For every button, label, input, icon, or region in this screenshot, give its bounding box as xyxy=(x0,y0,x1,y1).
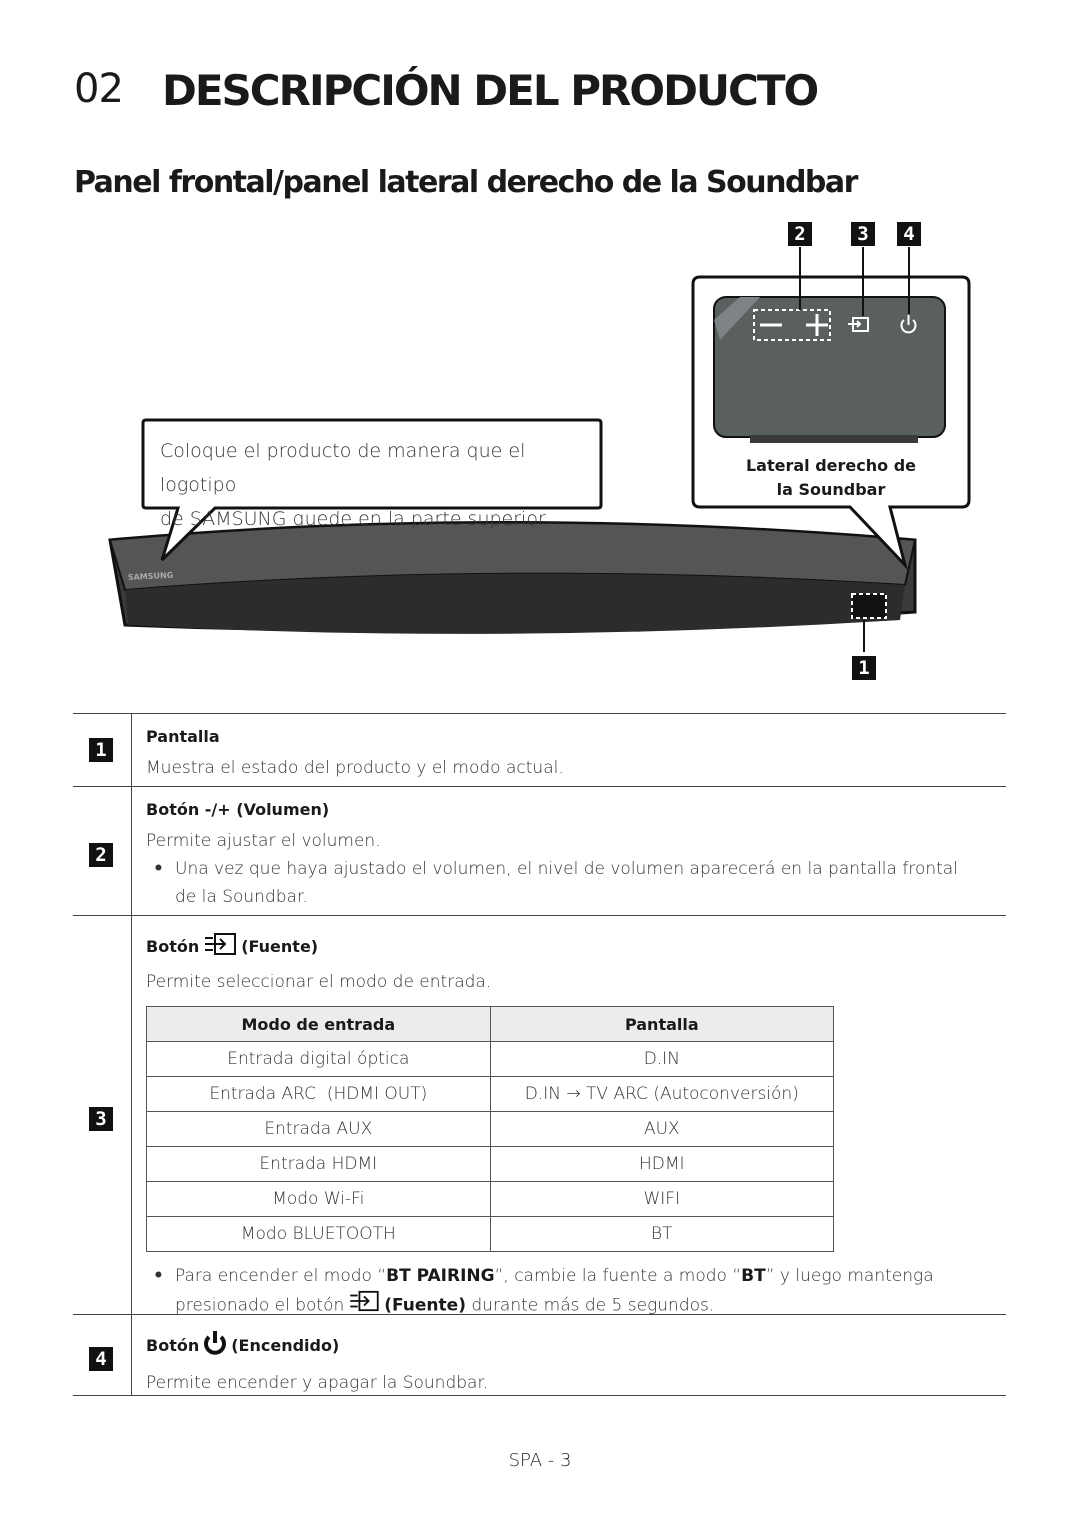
soundbar-front xyxy=(125,573,905,634)
part-number-3: 3 xyxy=(89,1107,113,1131)
source-icon xyxy=(348,1290,380,1321)
table-cell: Entrada HDMI xyxy=(146,1146,491,1182)
chapter-title: DESCRIPCIÓN DEL PRODUCTO xyxy=(162,66,819,115)
table-row: Entrada ARC (HDMI OUT)D.IN → TV ARC (Aut… xyxy=(146,1076,835,1112)
part-title: Pantalla xyxy=(146,727,220,746)
bullet-bold: (Fuente) xyxy=(384,1295,466,1316)
side-panel-bevel xyxy=(714,297,760,340)
callout-number-4: 4 xyxy=(897,222,921,246)
part-title-suffix: (Fuente) xyxy=(241,937,319,956)
chapter-number: 02 xyxy=(74,66,124,112)
part-desc: Muestra el estado del producto y el modo… xyxy=(146,758,564,778)
part-title-suffix: (Encendido) xyxy=(231,1336,340,1355)
part-title-prefix: Botón xyxy=(146,1336,200,1355)
callout-number-2: 2 xyxy=(788,222,812,246)
bullet-text: ” y luego mantenga presionado el botón xyxy=(175,1266,934,1316)
volume-highlight xyxy=(753,309,831,341)
part-title: Botón -/+ (Volumen) xyxy=(146,800,330,819)
table-cell: Modo Wi-Fi xyxy=(146,1181,491,1217)
table-cell: Modo BLUETOOTH xyxy=(146,1216,491,1252)
table-header: Pantalla xyxy=(489,1006,835,1042)
side-label-line-1: Lateral derecho de xyxy=(745,456,917,475)
table-cell: D.IN → TV ARC (Autoconversión) xyxy=(489,1076,835,1112)
table-cell: D.IN xyxy=(489,1041,835,1077)
part-row-3: 3 Botón (Fuente) Permite seleccionar el … xyxy=(73,916,1006,1316)
part-title-prefix: Botón xyxy=(146,937,200,956)
bullet-text: ”, cambie la fuente a modo “ xyxy=(494,1266,742,1286)
source-icon xyxy=(848,317,869,332)
bullet-bold: BT PAIRING xyxy=(386,1266,495,1286)
table-cell: Entrada ARC (HDMI OUT) xyxy=(146,1076,491,1112)
table-cell: Entrada AUX xyxy=(146,1111,491,1147)
part-desc: Permite seleccionar el modo de entrada. xyxy=(146,972,492,992)
table-cell: HDMI xyxy=(489,1146,835,1182)
part-number-4: 4 xyxy=(89,1347,113,1371)
power-icon xyxy=(201,1329,229,1363)
side-label-line-2: la Soundbar xyxy=(776,480,886,499)
callout-bubble xyxy=(141,418,603,562)
part-row-4: 4 Botón (Encendido) Permite encender y a… xyxy=(73,1315,1006,1396)
samsung-logo: SAMSUNG xyxy=(128,571,174,582)
part-row-1: 1 Pantalla Muestra el estado del product… xyxy=(73,714,1006,787)
soundbar-illustration: SAMSUNG xyxy=(108,247,971,652)
display-highlight xyxy=(851,593,887,619)
parts-table: 1 Pantalla Muestra el estado del product… xyxy=(73,713,1006,1396)
callout-line-1: Coloque el producto de manera que el log… xyxy=(160,440,526,496)
section-title: Panel frontal/panel lateral derecho de l… xyxy=(74,165,858,200)
part-desc: Permite encender y apagar la Soundbar. xyxy=(146,1373,489,1393)
part-bullet: Para encender el modo “BT PAIRING”, camb… xyxy=(146,1262,1006,1321)
bullet-text: durante más de 5 segundos. xyxy=(465,1295,715,1316)
callout-number-3: 3 xyxy=(851,222,875,246)
input-mode-table: Modo de entrada Pantalla Entrada digital… xyxy=(146,1006,835,1252)
side-panel-base xyxy=(750,435,918,443)
page-number: SPA - 3 xyxy=(508,1450,572,1471)
part-row-2: 2 Botón -/+ (Volumen) Permite ajustar el… xyxy=(73,787,1006,916)
table-cell: BT xyxy=(489,1216,835,1252)
callout-line-2: de SAMSUNG quede en la parte superior. xyxy=(160,508,551,530)
table-cell: AUX xyxy=(489,1111,835,1147)
part-number-2: 2 xyxy=(89,843,113,867)
part-title: Botón (Fuente) xyxy=(146,932,1006,962)
source-icon xyxy=(203,932,237,962)
part-number-1: 1 xyxy=(89,738,113,762)
part-bullet: Una vez que haya ajustado el volumen, el… xyxy=(146,855,1006,911)
callout-number-1: 1 xyxy=(852,656,876,680)
table-header: Modo de entrada xyxy=(146,1006,491,1042)
table-cell: Entrada digital óptica xyxy=(146,1041,491,1077)
bullet-bold: BT xyxy=(741,1266,766,1286)
bullet-text: Para encender el modo “ xyxy=(175,1266,387,1286)
table-cell: WIFI xyxy=(489,1181,835,1217)
power-icon xyxy=(900,315,917,334)
part-title: Botón (Encendido) xyxy=(146,1329,1006,1363)
callout-text: Coloque el producto de manera que el log… xyxy=(160,434,600,536)
part-desc: Permite ajustar el volumen. xyxy=(146,831,381,851)
side-label: Lateral derecho de la Soundbar xyxy=(720,454,942,502)
